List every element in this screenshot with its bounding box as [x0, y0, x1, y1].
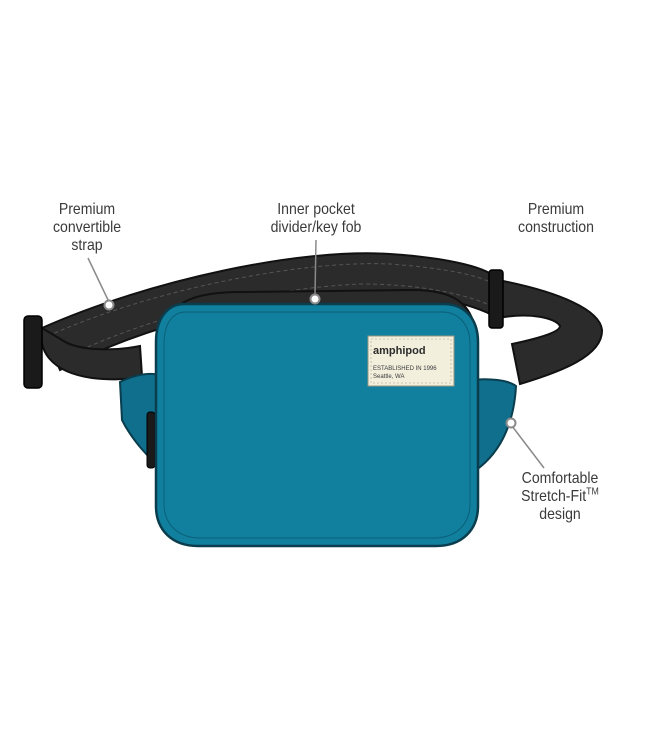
callout-dot-stretch	[505, 417, 517, 429]
brand-label: amphipod ESTABLISHED IN 1996 Seattle, WA	[367, 335, 455, 387]
brand-label-patch	[367, 335, 455, 387]
callout-line-strap	[87, 257, 110, 303]
zipper-pull-side	[146, 411, 156, 469]
callout-stretch-fit-text: Stretch-Fit	[521, 488, 587, 505]
callout-stretch-fit: Comfortable Stretch-FitTM design	[504, 470, 617, 524]
callout-divider-line-2: divider/key fob	[270, 219, 362, 236]
brand-label-stitch	[370, 338, 452, 384]
bag-side-right	[469, 378, 518, 476]
callout-construction-line-2: construction	[518, 219, 594, 236]
callout-dot-divider	[309, 293, 321, 305]
brand-label-established: ESTABLISHED IN 1996	[373, 366, 437, 372]
strap-stitch-top	[47, 263, 497, 337]
callout-construction-line-1: Premium	[527, 201, 585, 218]
trademark-mark: TM	[586, 486, 599, 498]
callout-premium-strap: Premium convertible strap	[39, 201, 136, 255]
callout-strap-line-1: Premium	[58, 201, 116, 218]
callout-stretch-line-2: Stretch-FitTM	[504, 486, 617, 506]
callout-line-stretch	[511, 425, 545, 469]
callout-line-divider	[314, 239, 317, 297]
callout-premium-construction: Premium construction	[503, 201, 609, 237]
brand-label-name: amphipod	[373, 345, 426, 357]
strap-stitch-bottom	[55, 283, 497, 363]
callout-strap-line-2: convertible	[52, 219, 122, 236]
callout-divider-line-1: Inner pocket	[277, 201, 355, 218]
strap-right	[497, 278, 604, 386]
strap-buckle-left	[23, 315, 43, 389]
brand-label-location: Seattle, WA	[373, 374, 404, 380]
callout-stretch-line-1: Comfortable	[521, 470, 599, 487]
callout-dot-strap	[103, 299, 115, 311]
strap-slider-right	[488, 269, 504, 329]
callout-stretch-line-3: design	[539, 506, 581, 523]
callout-inner-pocket: Inner pocket divider/key fob	[254, 201, 377, 237]
callout-strap-line-3: strap	[71, 237, 103, 254]
bag-body-seam	[163, 311, 471, 539]
